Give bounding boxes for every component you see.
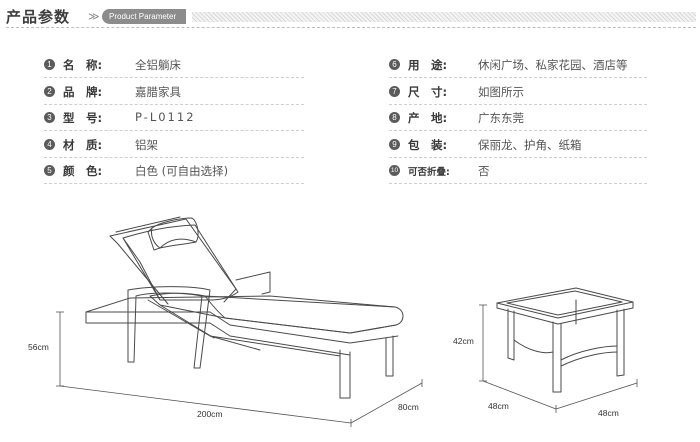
spec-number-badge: 9 — [389, 139, 400, 150]
spec-label: 颜 色: — [63, 164, 103, 178]
spec-value: 否 — [478, 164, 490, 178]
section-subtitle-badge: Product Parameter — [102, 9, 187, 24]
spec-label: 型 号: — [63, 111, 103, 125]
spec-number-badge: 8 — [389, 112, 400, 123]
spec-row-material: 4 材 质: 铝架 — [44, 137, 304, 158]
lounger-height-label: 56cm — [28, 342, 49, 352]
spec-label: 尺 寸: — [408, 85, 448, 99]
spec-label: 用 途: — [408, 58, 448, 72]
spec-value: 如图所示 — [478, 85, 524, 99]
spec-value: 全铝躺床 — [135, 58, 181, 72]
spec-number-badge: 1 — [44, 59, 55, 70]
lounger-length-label: 200cm — [197, 409, 223, 419]
spec-row-usage: 6 用 途: 休闲广场、私家花园、酒店等 — [389, 57, 647, 78]
header-divider — [6, 27, 696, 28]
spec-number-badge: 4 — [44, 139, 55, 150]
dimension-lines — [56, 304, 638, 427]
spec-number-badge: 6 — [389, 59, 400, 70]
spec-number-badge: 5 — [44, 165, 55, 176]
section-title: 产品参数 — [6, 8, 71, 26]
spec-number-badge: 3 — [44, 112, 55, 123]
spec-label: 名 称: — [63, 58, 103, 72]
spec-value: 铝架 — [135, 138, 158, 152]
spec-label: 产 地: — [408, 111, 448, 125]
spec-value: 休闲广场、私家花园、酒店等 — [478, 58, 628, 72]
table-width-label: 48cm — [598, 408, 619, 418]
spec-number-badge: 7 — [389, 86, 400, 97]
lounger-width-label: 80cm — [398, 402, 419, 412]
spec-value: 广东东莞 — [478, 111, 524, 125]
table-depth-label: 48cm — [488, 401, 509, 411]
spec-value: P-L0112 — [135, 110, 196, 124]
spec-value: 白色 (可自由选择) — [135, 164, 229, 178]
spec-row-model: 3 型 号: P-L0112 — [44, 110, 304, 131]
spec-number-badge: 10 — [389, 165, 400, 176]
section-header: 产品参数 ≫ Product Parameter — [0, 0, 700, 30]
spec-row-size: 7 尺 寸: 如图所示 — [389, 84, 647, 105]
spec-row-origin: 8 产 地: 广东东莞 — [389, 110, 647, 131]
spec-label: 包 装: — [408, 138, 448, 152]
spec-row-packaging: 9 包 装: 保丽龙、护角、纸箱 — [389, 137, 647, 158]
spec-label: 可否折叠: — [408, 167, 450, 178]
spec-value: 保丽龙、护角、纸箱 — [478, 138, 582, 152]
spec-label: 材 质: — [63, 138, 103, 152]
spec-row-brand: 2 品 牌: 嘉腊家具 — [44, 84, 304, 105]
spec-value: 嘉腊家具 — [135, 85, 181, 99]
spec-row-name: 1 名 称: 全铝躺床 — [44, 57, 304, 78]
side-table-drawing — [496, 287, 634, 393]
decorative-stripe-band — [192, 12, 696, 22]
lounger-drawing — [85, 216, 404, 399]
table-height-label: 42cm — [453, 336, 474, 346]
spec-row-foldable: 10 可否折叠: 否 — [389, 163, 647, 184]
spec-label: 品 牌: — [63, 85, 103, 99]
spec-number-badge: 2 — [44, 86, 55, 97]
spec-row-color: 5 颜 色: 白色 (可自由选择) — [44, 163, 304, 184]
double-chevron-icon: ≫ — [88, 10, 99, 23]
